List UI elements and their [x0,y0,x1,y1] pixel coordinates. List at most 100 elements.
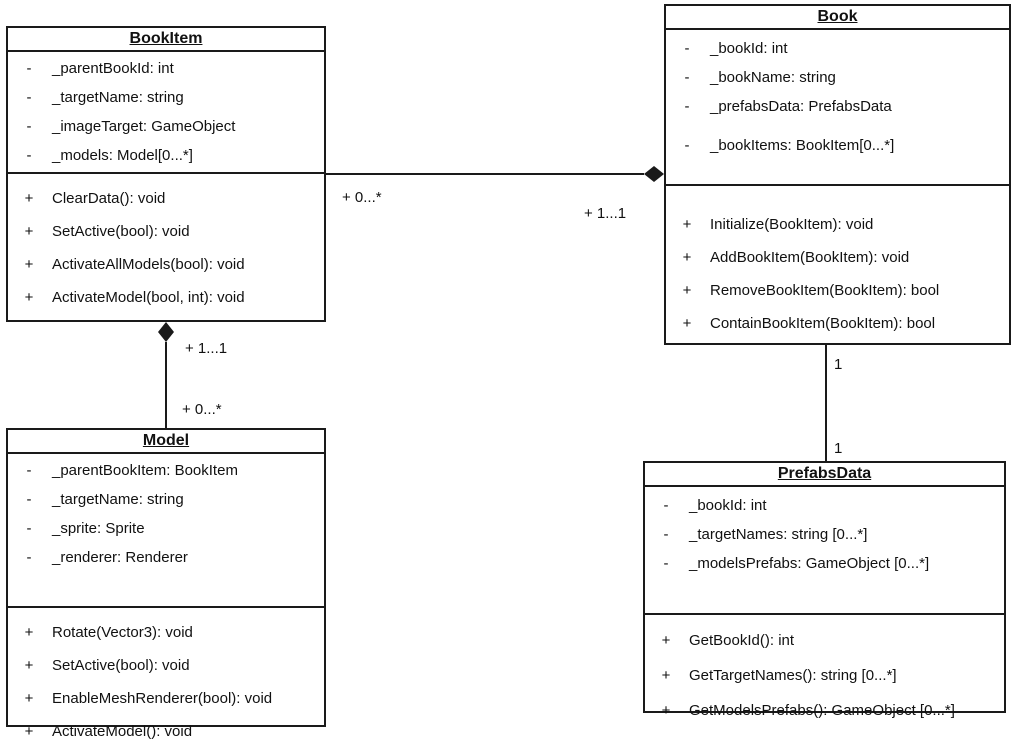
operation-row: +SetActive(bool): void [8,649,324,682]
class-prefabsdata: PrefabsData -_bookId: int -_targetNames:… [643,461,1006,719]
visibility: - [26,89,32,106]
operation-text: ActivateModel(): void [52,723,193,740]
class-model: Model - _parentBookItem: BookItem - _targe… [6,428,326,740]
visibility: - [26,491,32,508]
operation-row: + Initialize(BookItem): void [666,208,1009,241]
operations: +Rotate(Vector3): void +SetActive(bool):… [8,608,324,748]
attribute-row: - _targetName: string [8,83,324,112]
operation-text: Initialize(BookItem): void [710,216,874,233]
visibility: + [682,282,692,299]
visibility: + [24,624,34,641]
visibility: + [24,723,34,740]
operation-text: RemoveBookItem(BookItem): bool [710,282,940,299]
visibility: - [684,69,690,86]
attribute-row: - _imageTarget: GameObject [8,112,324,141]
operation-row: + SetActive(bool): void [8,215,324,248]
visibility: + [682,249,692,266]
attribute-row: - _models: Model[0...*] [8,141,324,170]
visibility: + [661,632,671,649]
operation-text: GetModelsPrefabs(): GameObject [0...*] [689,702,955,719]
class-name: BookItem [129,30,203,47]
visibility: - [684,98,690,115]
attribute-text: _models: Model[0...*] [52,147,193,164]
attributes: - _parentBookItem: BookItem - _targetName:… [8,454,324,608]
operation-text: SetActive(bool): void [52,223,190,240]
operation-row: + AddBookItem(BookItem): void [666,241,1009,274]
attributes: - _parentBookId: int - _targetName: string… [8,52,324,174]
visibility: + [24,256,34,273]
attribute-row: - _targetName: string [8,485,324,514]
attribute-text: _parentBookId: int [52,60,174,77]
visibility: - [663,526,669,543]
multiplicity-bookitem-composite-end: + 1...1 [185,340,228,357]
visibility: + [682,216,692,233]
attribute-text: _bookId: int [710,40,788,57]
visibility: - [26,549,32,566]
attribute-row: - _bookId: int [666,34,1009,63]
operation-row: + ActivateAllModels(bool): void [8,248,324,281]
multiplicity-book-end: + 1...1 [584,205,627,222]
visibility: - [26,147,32,164]
operation-text: ContainBookItem(BookItem): bool [710,315,936,332]
operation-text: ActivateAllModels(bool): void [52,256,245,273]
attribute-text: _targetName: string [52,89,184,106]
visibility: - [26,60,32,77]
visibility: + [24,190,34,207]
operation-text: ActivateModel(bool, int): void [52,289,245,306]
attribute-text: _renderer: Renderer [52,549,188,566]
visibility: + [682,315,692,332]
attribute-row: - _sprite: Sprite [8,514,324,543]
visibility: - [26,520,32,537]
operation-text: GetTargetNames(): string [0...*] [689,667,897,684]
multiplicity-book-prefabs-end: 1 [834,356,843,373]
visibility: + [24,223,34,240]
visibility: + [661,702,671,719]
operations: + Initialize(BookItem): void + AddBookItem… [666,186,1009,340]
attribute-text: _imageTarget: GameObject [52,118,236,135]
operation-row: +GetBookId(): int [645,623,1004,658]
visibility: + [661,667,671,684]
attribute-text: _bookName: string [710,69,836,86]
attribute-row: - _renderer: Renderer [8,543,324,572]
attributes: -_bookId: int -_targetNames: string [0..… [645,487,1004,615]
operations: +GetBookId(): int + GetTargetNames(): str… [645,615,1004,728]
composition-diamond-book [644,166,664,182]
attribute-text: _parentBookItem: BookItem [52,462,238,479]
visibility: + [24,289,34,306]
multiplicity-bookitem-end: + 0...* [342,189,382,206]
attribute-text: _targetName: string [52,491,184,508]
attribute-text: _targetNames: string [0...*] [689,526,868,543]
operation-row: + ClearData(): void [8,182,324,215]
visibility: - [684,137,690,154]
attribute-row: - _prefabsData: PrefabsData [666,92,1009,121]
operation-row: + ActivateModel(bool, int): void [8,281,324,314]
multiplicity-prefabs-end: 1 [834,440,843,457]
attribute-text: _sprite: Sprite [52,520,145,537]
attribute-row: - _parentBookItem: BookItem [8,456,324,485]
attribute-text: _modelsPrefabs: GameObject [0...*] [689,555,930,572]
operation-text: ClearData(): void [52,190,166,207]
operation-row: + GetTargetNames(): string [0...*] [645,658,1004,693]
visibility: - [684,40,690,57]
attribute-text: _bookId: int [689,497,767,514]
class-bookitem: BookItem - _parentBookId: int - _targetNam… [6,26,326,322]
class-book: Book -_bookId: int -_bookName: string -_… [664,4,1011,345]
class-name: Model [142,432,190,449]
visibility: - [26,462,32,479]
attribute-text: _bookItems: BookItem[0...*] [710,137,895,154]
operation-text: Rotate(Vector3): void [52,624,193,641]
composition-diamond-bookitem [158,322,174,342]
operation-row: +EnableMeshRenderer(bool): void [8,682,324,715]
operation-row: + Rotate(Vector3): void [8,616,324,649]
attribute-row: - _modelsPrefabs: GameObject [0...*] [645,549,1004,578]
operation-text: SetActive(bool): void [52,657,190,674]
visibility: + [24,690,34,707]
attributes: - _bookId: int - _bookName: string - _prefa… [666,30,1009,186]
attribute-row: - _bookName: string [666,63,1009,92]
visibility: - [663,555,669,572]
attribute-row: -_bookId: int [645,491,1004,520]
operation-text: AddBookItem(BookItem): void [710,249,910,266]
attribute-text: _prefabsData: PrefabsData [710,98,892,115]
attribute-row: - _bookItems: BookItem[0...*] [666,121,1009,171]
visibility: - [26,118,32,135]
